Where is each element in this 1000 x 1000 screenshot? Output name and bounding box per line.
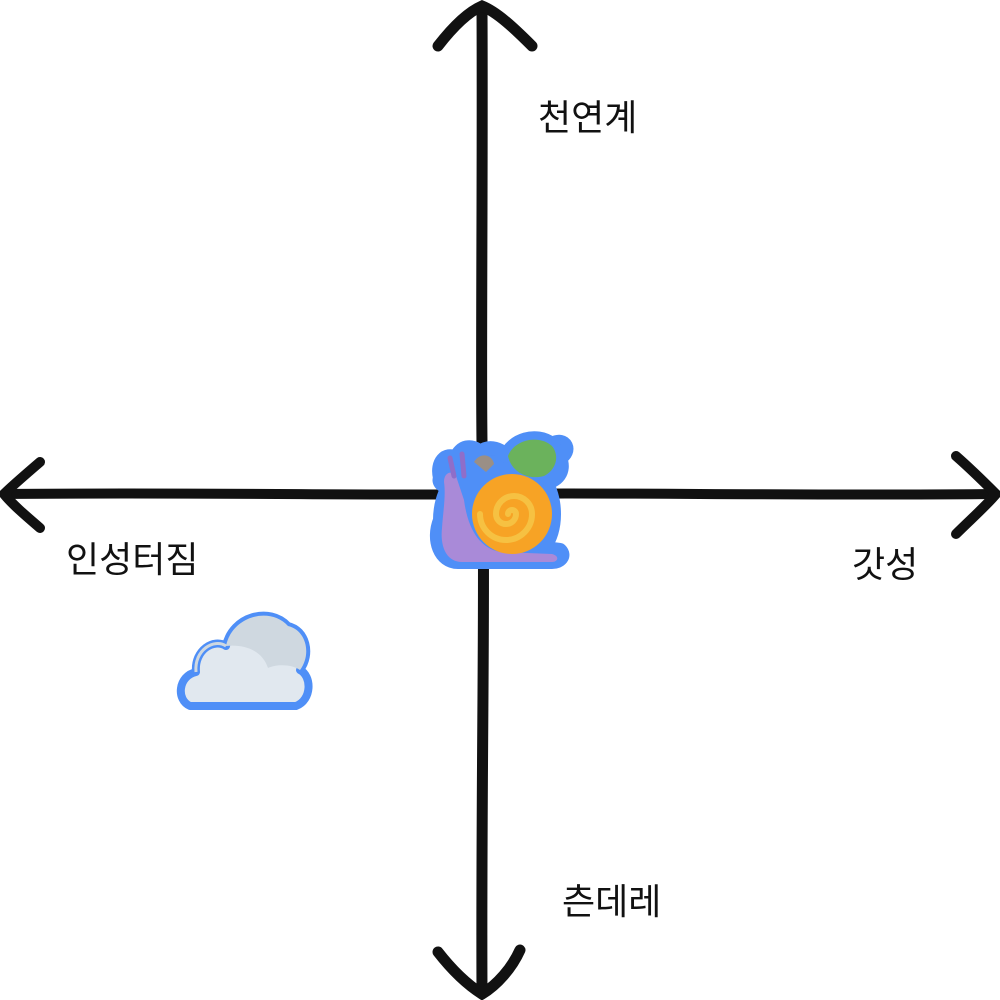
top-axis-label: 천연계 xyxy=(538,98,638,139)
cloud-icon xyxy=(177,611,313,710)
right-axis-label: 갓성 xyxy=(852,545,919,586)
snail-icon xyxy=(429,431,574,569)
right-arrowhead xyxy=(951,451,1000,539)
up-arrowhead xyxy=(432,0,538,52)
left-axis-label: 인성터짐 xyxy=(66,540,199,581)
down-arrowhead xyxy=(432,944,526,1000)
bottom-axis-label: 츤데레 xyxy=(562,882,662,923)
left-arrowhead xyxy=(0,457,45,533)
